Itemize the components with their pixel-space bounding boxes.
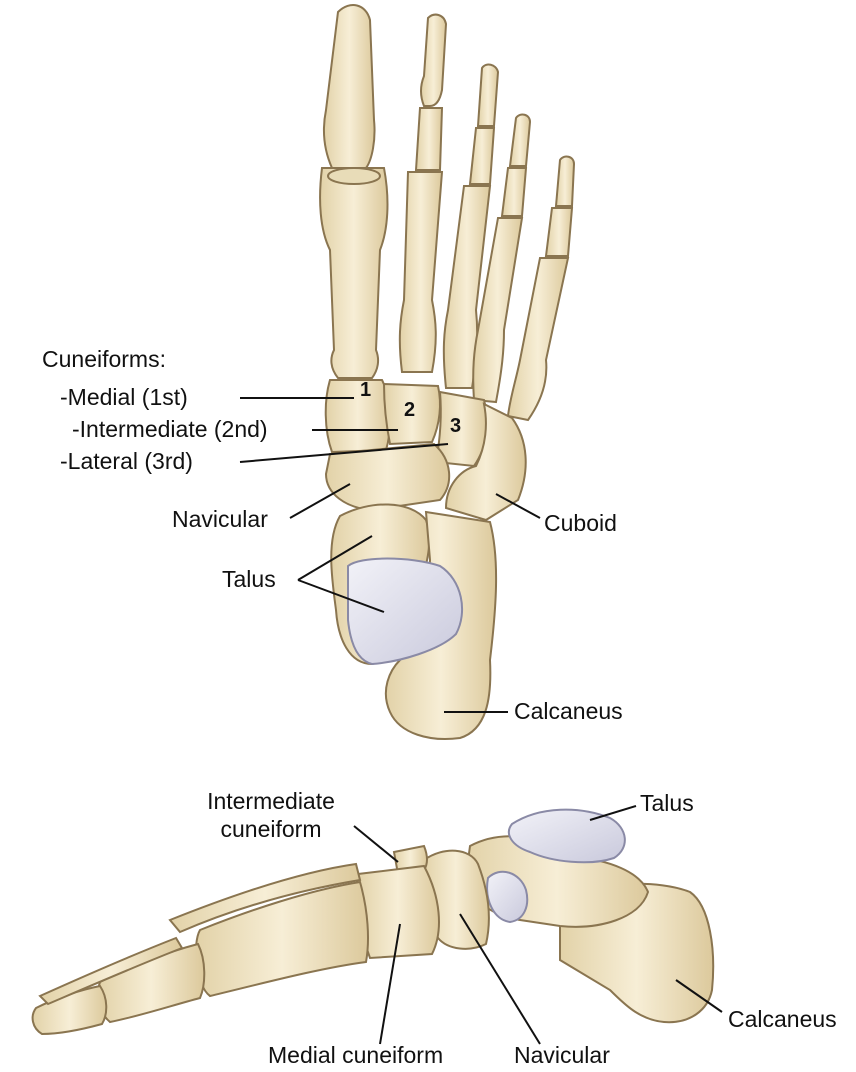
lateral-metatarsals-bone: [168, 862, 362, 934]
cuneiform-number-3: 3: [450, 415, 462, 437]
medial-navicular-label: Navicular: [514, 1042, 610, 1068]
navicular-bone: [324, 442, 451, 512]
medial-cuneiform-label: -Medial (1st): [60, 384, 188, 410]
dorsal-leader-lines: [239, 397, 541, 713]
intermediate-cuneiform-label: -Intermediate (2nd): [72, 416, 268, 442]
fourth-ray-bones: [472, 113, 532, 404]
cuneiforms-heading: Cuneiforms:: [42, 346, 166, 372]
dorsal-foot-view: [319, 4, 576, 740]
talar-cartilage: [347, 557, 463, 666]
medial-view-medial-cuneiform-bone: [355, 864, 440, 960]
second-ray-bones: [398, 13, 448, 373]
calcaneus-label: Calcaneus: [514, 698, 623, 724]
medial-navicular-cartilage: [486, 870, 529, 924]
first-ray-bones: [319, 4, 389, 379]
cuneiform-number-2: 2: [404, 399, 416, 421]
first-metatarsal-bone: [194, 880, 369, 998]
medial-calcaneus-label: Calcaneus: [728, 1006, 837, 1032]
third-ray-bones: [442, 63, 500, 389]
medial-cuneiform-label: Medial cuneiform: [268, 1042, 444, 1068]
cuneiform-number-1: 1: [360, 379, 372, 401]
navicular-label: Navicular: [172, 506, 268, 532]
medial-talus-label: Talus: [640, 790, 694, 816]
fifth-ray-bones: [506, 155, 576, 422]
intermediate-cuneiform-label-line1: Intermediate: [207, 788, 335, 814]
medial-cuneiform-bone: [324, 379, 392, 454]
medial-foot-view: [31, 808, 715, 1036]
medial-talar-cartilage: [507, 808, 626, 864]
lesser-toes-bone: [38, 936, 184, 1006]
talus-label: Talus: [222, 566, 276, 592]
medial-leader-lines: [353, 805, 723, 1045]
lateral-cuneiform-label: -Lateral (3rd): [60, 448, 193, 474]
cuboid-label: Cuboid: [544, 510, 617, 536]
cuboid-bone: [444, 402, 527, 522]
intermediate-cuneiform-label-line2: cuneiform: [220, 816, 322, 842]
